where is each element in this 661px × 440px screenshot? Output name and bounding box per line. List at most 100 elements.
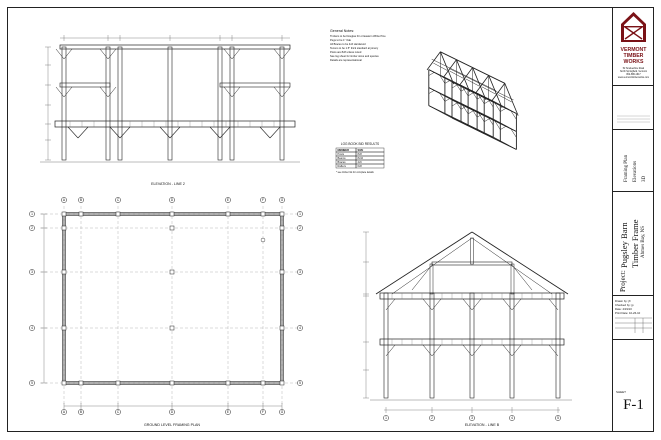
iso-brace [467, 92, 474, 97]
iso-brace [455, 100, 462, 110]
post-1 [61, 46, 67, 161]
svg-text:2: 2 [299, 226, 301, 230]
iso-brace [500, 126, 506, 130]
revision-box [613, 86, 654, 130]
iso-brace [428, 72, 435, 76]
log-table-value: 8x8 [358, 152, 363, 156]
plan-post [225, 211, 231, 217]
general-note-line: See log sheet for timber sizes and speci… [330, 54, 379, 58]
side-brace-r-1-0 [431, 298, 442, 311]
general-note-line: Pegs to be 1" Oak [330, 38, 352, 42]
mid-brace-l-2 [99, 86, 109, 98]
log-table-value: Braces [338, 160, 347, 164]
side-brace-r-2-1 [471, 344, 482, 357]
svg-text:2: 2 [31, 226, 33, 230]
iso-collar-4 [497, 94, 512, 103]
svg-text:G: G [281, 198, 284, 202]
side-brace-l-1-1 [422, 344, 433, 357]
lower-brace-l-1 [67, 126, 79, 139]
iso-rafter-a-4 [504, 83, 519, 116]
svg-text:F: F [262, 198, 264, 202]
lower-brace-r-1 [77, 126, 89, 139]
iso-rafter-a-0 [440, 51, 455, 85]
mid-girt-left [59, 82, 111, 88]
grid-bubble-right-4: 4 [297, 325, 303, 331]
iso-brace [462, 105, 469, 115]
log-table-header: SIZE [358, 148, 364, 152]
iso-rafter-a-2 [472, 67, 487, 101]
iso-brace [444, 79, 451, 84]
iso-tie-3-1 [476, 110, 501, 124]
side-brace-l-3-0 [502, 298, 513, 311]
top-brace-l-3 [223, 48, 233, 60]
sheet-number-box: SHEET F-1 [613, 340, 654, 431]
grid-bubble-bottom-D: D [169, 409, 175, 415]
side-brace-l-1-0 [422, 298, 433, 311]
side-brace-l-3-1 [502, 344, 513, 357]
floor-beam [54, 120, 296, 128]
post-5 [217, 46, 223, 161]
lower-brace-l-3 [159, 126, 171, 139]
log-table-value: Rafters [338, 164, 347, 168]
iso-tie-0-0 [428, 105, 453, 119]
mid-brace-r-4 [281, 86, 291, 98]
title-block: VERMONT TIMBER WORKS 52 Smokeshire Road … [612, 8, 654, 431]
side-grid-bubble-5: 5 [555, 415, 561, 421]
collar-tie [431, 261, 513, 266]
side-grid-bubble-2: 2 [429, 415, 435, 421]
mid-brace-l-1 [55, 86, 65, 98]
side-brace-r-3-0 [511, 298, 522, 311]
svg-text:4: 4 [31, 326, 33, 330]
side-brace-r-2-0 [471, 298, 482, 311]
plan-post [169, 211, 175, 217]
iso-brace [476, 113, 483, 118]
top-brace-r-3 [231, 48, 241, 60]
svg-text:D: D [171, 410, 174, 414]
iso-brace [460, 87, 467, 92]
plan-post [169, 225, 175, 231]
iso-rafter-a-3 [488, 75, 503, 108]
lower-brace-r-2 [119, 126, 131, 139]
iso-purlin-0 [448, 68, 514, 101]
plan-post [279, 225, 285, 231]
plan-post [169, 380, 175, 386]
top-brace-r-4 [281, 48, 291, 60]
elevation-line-2-title: ELEVATION - LINE 2 [151, 182, 185, 186]
queen-post-left [429, 263, 434, 295]
project-location: Ahmes Bay, NS [641, 225, 646, 258]
side-post-4 [509, 292, 515, 399]
grid-bubble-right-1: 1 [297, 211, 303, 217]
3d-frame-view [426, 51, 519, 150]
mid-brace-r-3 [231, 86, 241, 98]
iso-brace [444, 97, 451, 102]
side-grid-bubble-4: 4 [509, 415, 515, 421]
svg-text:G: G [281, 410, 284, 414]
top-brace-l-2 [99, 48, 109, 60]
log-table-cell [355, 163, 385, 169]
lower-brace-r-3 [169, 126, 181, 139]
iso-brace [510, 110, 517, 120]
general-note-line: Timbers to be Douglas Fir or Eastern Whi… [330, 34, 386, 38]
grid-bubble-top-G: G [279, 197, 285, 203]
side-grid-bubble-3: 3 [469, 415, 475, 421]
post-6 [229, 46, 235, 161]
roof-right [471, 231, 569, 295]
sheet-desc-line-1: Framing Plan [624, 154, 629, 182]
svg-text:4: 4 [299, 326, 301, 330]
plan-post [78, 211, 84, 217]
post-4 [167, 46, 173, 161]
general-note-line: All Braces to be 4x6 Hardwood [330, 42, 366, 46]
iso-brace [494, 120, 501, 130]
iso-ridge [440, 51, 505, 84]
iso-brace [451, 102, 458, 107]
iso-brace [484, 118, 490, 122]
plan-post [61, 211, 67, 217]
grid-bubble-bottom-A: A [61, 409, 67, 415]
iso-brace [484, 100, 490, 104]
svg-text:3: 3 [299, 270, 301, 274]
svg-text:1: 1 [31, 212, 33, 216]
iso-brace [451, 84, 458, 89]
